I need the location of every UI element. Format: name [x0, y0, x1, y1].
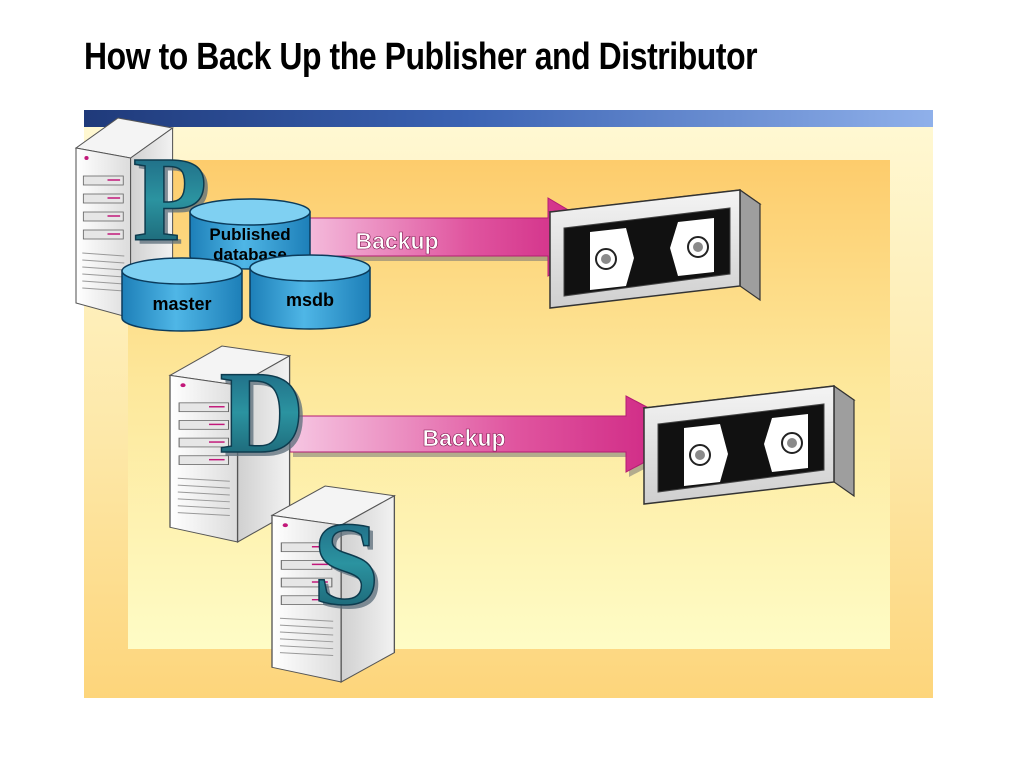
- subscriber-letter-shadow: S: [317, 501, 384, 634]
- publisher-backup-arrow: Backup: [289, 197, 617, 281]
- page-title: How to Back Up the Publisher and Distrib…: [84, 36, 758, 78]
- distributor-tape-drive: [643, 385, 855, 505]
- publisher-backup-label: Backup: [355, 228, 438, 254]
- publisher-tape-drive: [549, 189, 761, 309]
- subscriber-server: S S: [271, 485, 396, 683]
- subscriber-letter: S: [313, 497, 380, 630]
- title-underline-bar: [84, 110, 933, 127]
- master-database-label: master: [152, 294, 211, 314]
- published-database-label-line1: Published: [209, 225, 290, 244]
- distributor-letter: D: [219, 347, 304, 478]
- database-icon: [249, 267, 371, 330]
- msdb-database: msdb: [249, 254, 371, 330]
- msdb-database-label: msdb: [286, 290, 334, 310]
- tape-drive-icon: [643, 385, 855, 505]
- distributor-backup-arrow: Backup: [289, 395, 701, 477]
- tape-drive-icon: [549, 189, 761, 309]
- distributor-letter-shadow: D: [223, 351, 308, 482]
- distributor-server: D D: [169, 345, 309, 543]
- database-icon: [121, 270, 243, 332]
- master-database: master: [121, 257, 243, 332]
- distributor-backup-label: Backup: [422, 425, 505, 451]
